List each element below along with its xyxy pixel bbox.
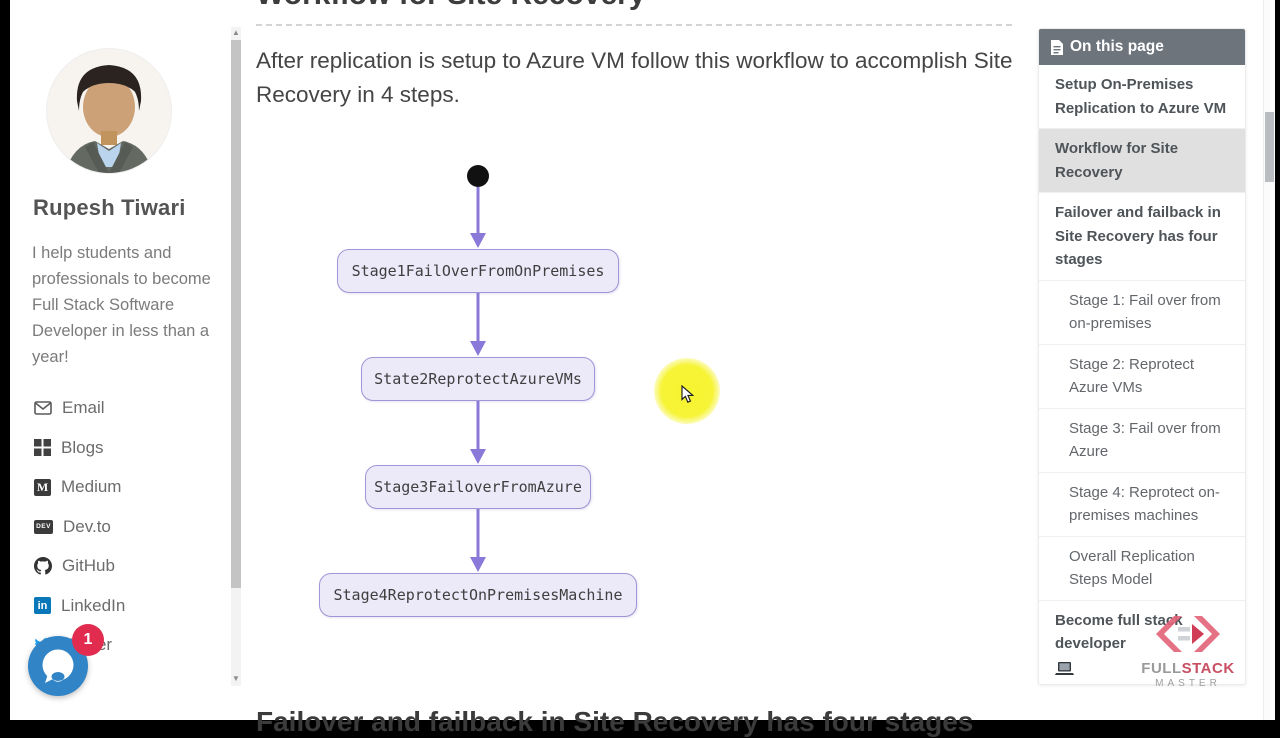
link-devto[interactable]: DEV Dev.to xyxy=(34,516,111,538)
flow-node-stage1: Stage1FailOverFromOnPremises xyxy=(337,249,619,293)
right-black-bar xyxy=(1275,0,1280,720)
left-black-bar xyxy=(0,0,10,720)
flow-node-stage2: State2ReprotectAzureVMs xyxy=(361,357,595,401)
linkedin-icon: in xyxy=(34,597,51,614)
chat-notification-badge[interactable]: 1 xyxy=(72,624,104,656)
toc-item-workflow[interactable]: Workflow for Site Recovery xyxy=(1039,128,1245,192)
sidebar-scrollbar-thumb[interactable] xyxy=(231,40,241,588)
link-email[interactable]: Email xyxy=(34,397,105,419)
laptop-icon xyxy=(1055,661,1074,675)
on-this-page-panel: On this page Setup On-Premises Replicati… xyxy=(1038,28,1246,685)
toc-item-stage4[interactable]: Stage 4: Reprotect on-premises machines xyxy=(1039,471,1245,536)
toc-item-label: Become full stack developer xyxy=(1055,611,1183,653)
section-heading-failover: Failover and failback in Site Recovery h… xyxy=(256,706,974,737)
intro-paragraph: After replication is setup to Azure VM f… xyxy=(256,48,1013,107)
profile-sidebar: Rupesh Tiwari I help students and profes… xyxy=(10,0,241,720)
mouse-cursor-icon xyxy=(681,385,694,403)
document-icon xyxy=(1051,39,1063,55)
brand-master-label: MASTER xyxy=(1155,678,1221,689)
heading-divider xyxy=(256,24,1012,26)
sidebar-scroll-down-icon[interactable]: ▼ xyxy=(232,674,240,683)
toc-item-overall-model[interactable]: Overall Replication Steps Model xyxy=(1039,535,1245,600)
sidebar-scroll-up-icon[interactable]: ▲ xyxy=(232,28,240,37)
toc-item-setup-replication[interactable]: Setup On-Premises Replication to Azure V… xyxy=(1055,76,1227,117)
profile-photo xyxy=(47,49,171,173)
email-icon xyxy=(34,401,52,415)
toc-item-stage1[interactable]: Stage 1: Fail over from on-premises xyxy=(1039,279,1245,344)
flow-node-stage3: Stage3FailoverFromAzure xyxy=(365,465,591,509)
brand-wordmark: FULLSTACK xyxy=(1141,660,1235,677)
github-icon xyxy=(34,557,52,575)
toc-header-label: On this page xyxy=(1070,38,1164,55)
section-heading-workflow: Workflow for Site Recovery xyxy=(256,0,646,12)
avatar-illustration xyxy=(47,49,171,173)
devto-icon: DEV xyxy=(34,519,53,534)
profile-bio: I help students and professionals to bec… xyxy=(32,244,211,366)
toc-item-stage3[interactable]: Stage 3: Fail over from Azure xyxy=(1039,407,1245,472)
chat-bubble-icon xyxy=(42,649,74,683)
toc-header: On this page xyxy=(1039,29,1245,65)
toc-item-become-developer[interactable]: Become full stack developer xyxy=(1039,599,1245,684)
brand-mark-icon xyxy=(1156,616,1220,652)
flow-node-stage4: Stage4ReprotectOnPremisesMachine xyxy=(319,573,637,617)
toc-item-stage2[interactable]: Stage 2: Reprotect Azure VMs xyxy=(1039,343,1245,408)
fullstack-master-logo: FULLSTACK MASTER xyxy=(1128,612,1248,689)
link-github[interactable]: GitHub xyxy=(34,555,115,577)
toc-item-failover-failback[interactable]: Failover and failback in Site Recovery h… xyxy=(1039,192,1245,280)
flowchart-connectors xyxy=(467,165,489,572)
profile-name: Rupesh Tiwari xyxy=(33,195,186,220)
medium-icon: M xyxy=(34,478,51,496)
page-scrollbar-thumb[interactable] xyxy=(1265,112,1274,182)
page-scrollbar-track[interactable] xyxy=(1263,0,1275,720)
link-blogs[interactable]: Blogs xyxy=(34,437,104,459)
link-medium[interactable]: M Medium xyxy=(34,476,121,498)
blogs-icon xyxy=(34,439,51,456)
link-linkedin[interactable]: in LinkedIn xyxy=(34,595,125,617)
